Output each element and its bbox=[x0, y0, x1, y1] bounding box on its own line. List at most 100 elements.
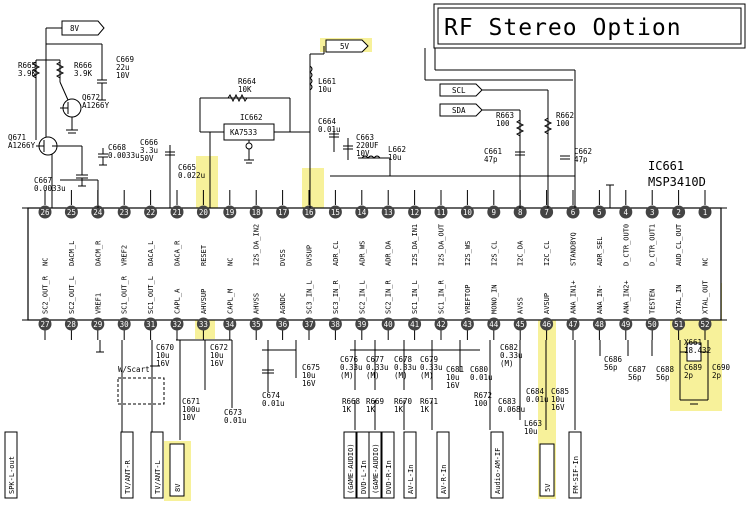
component-value: 0.01u bbox=[318, 125, 341, 134]
component-value: 10K bbox=[238, 85, 252, 94]
pin-label: ANA_IN1+ bbox=[570, 280, 578, 314]
component-value: 2p bbox=[712, 371, 722, 380]
connector: (GAME-AUDIO) bbox=[343, 431, 357, 499]
component-ref: C662 bbox=[574, 147, 592, 156]
pin-number: 35 bbox=[252, 320, 261, 329]
component-value: 22u bbox=[116, 63, 130, 72]
component-value: 0.33u bbox=[500, 351, 523, 360]
pin-label: I2S_WS bbox=[464, 241, 472, 266]
pin-number: 26 bbox=[40, 208, 50, 217]
connector-label: (GAME-AUDIO) bbox=[372, 443, 380, 494]
component-value: 10V bbox=[182, 413, 196, 422]
pin-number: 27 bbox=[40, 320, 49, 329]
pin-label: I2S_DA_OUT bbox=[438, 223, 446, 266]
pin-number: 15 bbox=[331, 208, 340, 217]
pin-label: DACA_L bbox=[147, 241, 155, 266]
component-value: 0.068u bbox=[498, 405, 525, 414]
pin-4: 4D_CTR_OUT0 bbox=[619, 190, 633, 266]
component-ref: R666 bbox=[74, 61, 93, 70]
pin-number: 3 bbox=[650, 208, 655, 217]
pin-label: SC1_OUT_R bbox=[121, 275, 129, 314]
pin-label: ADR_WS bbox=[358, 241, 366, 266]
pin-label: DACM_R bbox=[94, 240, 102, 266]
component-value: (M) bbox=[394, 371, 408, 380]
component-value: 18.432 bbox=[684, 346, 711, 355]
component-ref: C688 bbox=[656, 365, 675, 374]
component-value: 0.0033u bbox=[34, 184, 66, 193]
pin-label: AGNDC bbox=[279, 293, 287, 314]
pin-label: AUD_CL_OUT bbox=[675, 223, 683, 266]
connector: Audio-AM-IF bbox=[490, 431, 504, 499]
input-stage-wiring bbox=[31, 20, 108, 208]
component-ref: C670 bbox=[156, 343, 175, 352]
bottom-wiring bbox=[96, 339, 709, 440]
component-value: 0.33u bbox=[340, 363, 363, 372]
component-value: 0.01u bbox=[224, 416, 247, 425]
component-value: 10V bbox=[356, 149, 370, 158]
net-8v-bottom: 8V bbox=[174, 483, 182, 492]
pin-number: 25 bbox=[67, 208, 76, 217]
regulator: KA7533 IC662 bbox=[165, 39, 575, 208]
component-value: (M) bbox=[340, 371, 354, 380]
connector-label: DVD-R-In bbox=[385, 460, 393, 494]
component-ref: R669 bbox=[366, 397, 384, 406]
pin-number: 14 bbox=[357, 208, 367, 217]
pin-label: NC bbox=[42, 258, 50, 266]
pin-label: I2C_DA bbox=[517, 240, 525, 266]
pin-label: TESTEN bbox=[649, 289, 657, 314]
component-ref: R663 bbox=[496, 111, 514, 120]
component-value: 1K bbox=[366, 405, 376, 414]
title-frame-inner bbox=[437, 7, 742, 45]
connector-label: DVD-L-In bbox=[360, 460, 368, 494]
component-ref: C681 bbox=[446, 365, 464, 374]
component-value: 0.022u bbox=[178, 171, 205, 180]
connector: TV/ANT-L bbox=[150, 431, 164, 499]
pin-number: 17 bbox=[278, 208, 287, 217]
component-value: 47p bbox=[484, 155, 498, 164]
pin-label: SC2_OUT_R bbox=[42, 275, 50, 314]
component-ref: C683 bbox=[498, 397, 516, 406]
pins-top: 26NC25DACM_L24DACM_R23VREF222DACA_L21DAC… bbox=[38, 190, 712, 266]
net-scart: W/Scart bbox=[118, 365, 150, 374]
connector: SPK-L-out bbox=[4, 431, 18, 499]
ic-part: MSP3410D bbox=[648, 175, 706, 189]
component-value: 0.33u bbox=[420, 363, 443, 372]
component-ref: C667 bbox=[34, 176, 52, 185]
component-value: 220UF bbox=[356, 141, 379, 150]
pin-number: 51 bbox=[674, 320, 683, 329]
pin-number: 31 bbox=[146, 320, 155, 329]
pin-number: 33 bbox=[199, 320, 208, 329]
pin-number: 20 bbox=[199, 208, 209, 217]
component-ref: C665 bbox=[178, 163, 196, 172]
pin-label: SC2_IN_L bbox=[358, 280, 366, 314]
pin-number: 34 bbox=[225, 320, 235, 329]
component-value: 0.01u bbox=[526, 395, 549, 404]
